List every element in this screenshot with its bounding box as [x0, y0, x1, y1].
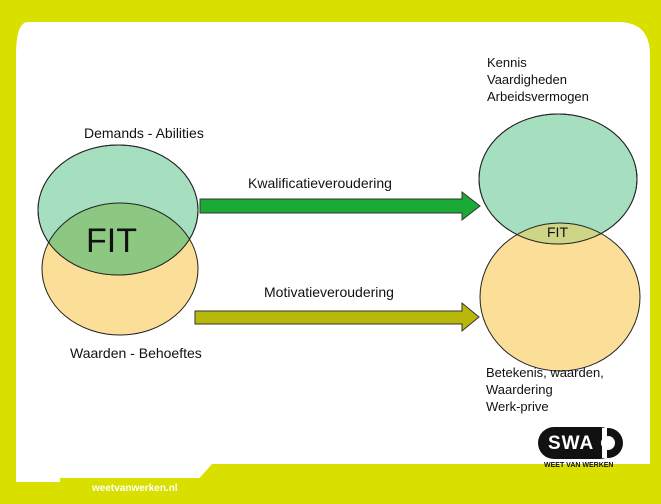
right-fit-label: FIT: [547, 224, 568, 240]
right-top-line-1: Kennis: [487, 55, 527, 70]
left-fit-label: FIT: [86, 222, 137, 260]
right-circle-bottom: [479, 222, 641, 372]
right-top-line-2: Vaardigheden: [487, 72, 567, 87]
footer-tab: [60, 466, 212, 504]
logo-tagline: WEET VAN WERKEN: [544, 462, 614, 469]
left-bottom-label: Waarden - Behoeftes: [70, 345, 202, 361]
footer-url-link[interactable]: weetvanwerken.nl: [92, 483, 178, 494]
arrow-top-label: Kwalificatieveroudering: [248, 175, 392, 191]
arrow-kwalificatie: [199, 190, 481, 222]
swa-logo: [538, 427, 623, 459]
right-bottom-line-3: Werk-prive: [486, 399, 549, 414]
arrow-bottom-label: Motivatieveroudering: [264, 284, 394, 300]
right-top-line-3: Arbeidsvermogen: [487, 89, 589, 104]
logo-text: SWA: [548, 433, 595, 454]
right-bottom-line-1: Betekenis, waarden,: [486, 365, 604, 380]
arrow-motivatie: [194, 301, 480, 333]
right-bottom-line-2: Waardering: [486, 382, 553, 397]
left-top-label: Demands - Abilities: [84, 125, 204, 141]
right-overlap: [479, 222, 637, 244]
content-panel: [16, 22, 650, 482]
